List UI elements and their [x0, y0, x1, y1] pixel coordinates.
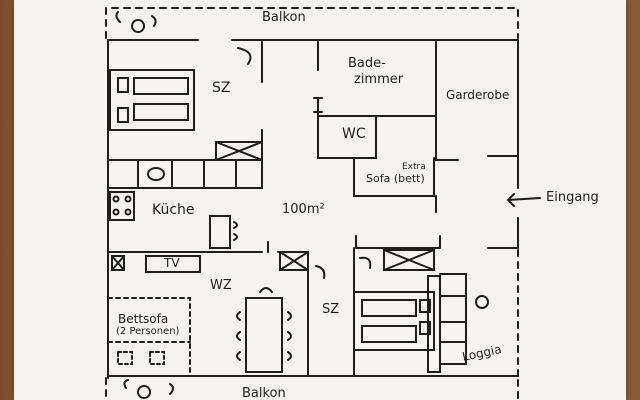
- bedroom2-label: SZ: [322, 302, 340, 317]
- stove: [109, 191, 135, 221]
- wardrobe-label: Garderobe: [446, 88, 510, 102]
- kitchen-counter: [107, 159, 263, 189]
- balcony-top-label: Balkon: [262, 10, 306, 25]
- bathroom-label-2: zimmer: [354, 72, 404, 87]
- extra-label: Extra: [402, 162, 426, 172]
- bed-sofa-label-2: (2 Personen): [116, 326, 180, 337]
- entrance-arrow: [506, 193, 541, 207]
- bathroom-label-1: Bade-: [348, 56, 386, 71]
- living-wall: [279, 251, 309, 271]
- bathroom-wall: [317, 41, 437, 161]
- living-room-label: WZ: [210, 278, 232, 293]
- wardrobe-2: [383, 249, 435, 271]
- balcony-top-outline: [105, 7, 519, 39]
- kitchen-table: [209, 215, 231, 249]
- balcony-bottom-label: Balkon: [242, 386, 286, 400]
- bed-sofa: [107, 297, 191, 377]
- entrance-label: Eingang: [546, 190, 599, 205]
- wc-wall: [313, 97, 377, 159]
- area-label: 100m²: [282, 202, 325, 217]
- bedroom1-label: SZ: [212, 80, 231, 96]
- sofa-bed-label: Sofa (bett): [366, 172, 425, 185]
- sofa-box: [353, 157, 435, 197]
- bed-1: [109, 69, 195, 131]
- bed-sofa-label-1: Bettsofa: [118, 312, 169, 326]
- kitchen-label: Küche: [152, 202, 195, 218]
- wardrobe-wall: [435, 155, 519, 161]
- bedroom2-wall: [353, 235, 441, 377]
- loggia-bench: [427, 273, 467, 373]
- dining-table: [245, 297, 283, 373]
- wc-label: WC: [342, 126, 366, 142]
- balcony-bottom-outline: [105, 377, 519, 399]
- tv-stand: [145, 255, 201, 273]
- bed-2: [353, 291, 435, 351]
- tv-label: TV: [164, 256, 180, 270]
